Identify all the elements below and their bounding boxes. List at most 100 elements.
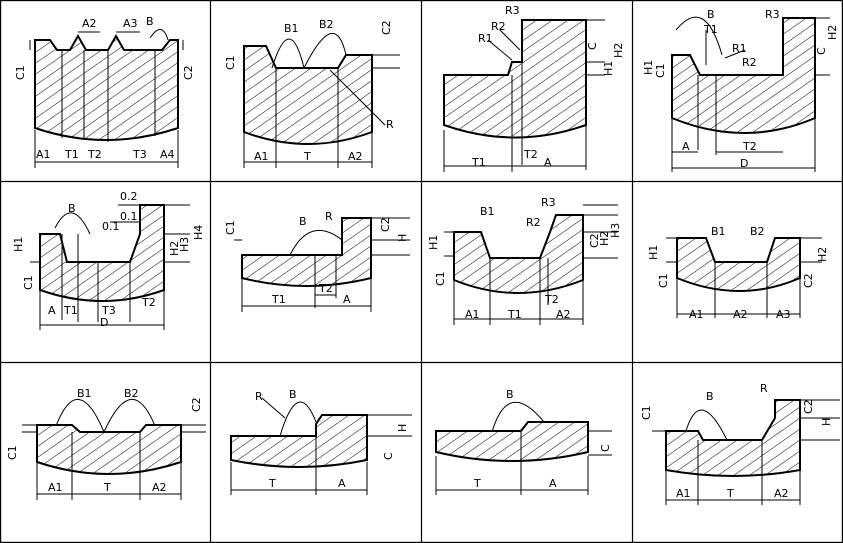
label-b: B bbox=[299, 215, 307, 228]
label-a1: A1 bbox=[48, 481, 63, 494]
label-a1: A1 bbox=[689, 308, 704, 321]
label-h3: H3 bbox=[609, 223, 622, 238]
label-t1: T1 bbox=[64, 148, 79, 161]
panel-9: B1 B2 C2 C1 A1 T A2 bbox=[6, 387, 206, 500]
label-a: A bbox=[549, 477, 557, 490]
section-body bbox=[241, 217, 372, 287]
label-h2: H2 bbox=[612, 43, 625, 58]
label-t2: T2 bbox=[318, 282, 333, 295]
panel-12: R B C1 C2 H A1 T A2 bbox=[640, 382, 840, 505]
label-a: A bbox=[338, 477, 346, 490]
label-h: H bbox=[820, 418, 833, 426]
label-t2: T2 bbox=[141, 296, 156, 309]
label-t3: T3 bbox=[101, 304, 116, 317]
label-h1: H1 bbox=[602, 61, 615, 76]
label-r1: R1 bbox=[478, 32, 493, 45]
label-c1: C1 bbox=[640, 405, 653, 420]
label-h: H bbox=[396, 424, 409, 432]
label-b2: B2 bbox=[319, 18, 334, 31]
label-a: A bbox=[682, 140, 690, 153]
label-d: D bbox=[100, 316, 108, 329]
label-r: R bbox=[325, 210, 333, 223]
label-t: T bbox=[303, 150, 311, 163]
label-a1: A1 bbox=[36, 148, 51, 161]
panel-4: B R3 T1 R1 R2 H1 C1 C H2 A T2 D bbox=[642, 8, 839, 172]
label-r3: R3 bbox=[765, 8, 780, 21]
section-body bbox=[435, 421, 589, 462]
label-a3: A3 bbox=[776, 308, 791, 321]
section-body bbox=[39, 204, 165, 302]
label-t1: T1 bbox=[63, 304, 78, 317]
panel-8: B1 B2 H1 C1 H2 C2 A1 A2 A3 bbox=[647, 225, 829, 321]
label-b1: B1 bbox=[284, 22, 299, 35]
label-t: T bbox=[473, 477, 481, 490]
label-a2: A2 bbox=[348, 150, 363, 163]
label-h1: H1 bbox=[12, 237, 25, 252]
label-h1: H1 bbox=[427, 235, 440, 250]
panel-5: 0.2 B 0.1 0.1 H1 C1 H2 H3 H4 A T1 T3 T2 … bbox=[12, 190, 205, 330]
label-r1: R1 bbox=[732, 42, 747, 55]
section-body bbox=[34, 33, 179, 141]
label-b1: B1 bbox=[711, 225, 726, 238]
groove-arc bbox=[685, 409, 728, 441]
label-c1: C1 bbox=[224, 55, 237, 70]
label-b2: B2 bbox=[750, 225, 765, 238]
label-b: B bbox=[707, 8, 715, 21]
label-t1: T1 bbox=[703, 23, 718, 36]
label-c: C bbox=[599, 444, 612, 452]
label-a1: A1 bbox=[676, 487, 691, 500]
panel-7: B1 R3 R2 H1 C1 C2 H2 H3 A1 T1 A2 T2 bbox=[427, 196, 622, 325]
section-body bbox=[676, 237, 801, 292]
label-a: A bbox=[343, 293, 351, 306]
label-b: B bbox=[146, 15, 154, 28]
label-t2: T2 bbox=[87, 148, 102, 161]
label-t: T bbox=[726, 487, 734, 500]
section-body bbox=[443, 19, 587, 139]
label-a2: A2 bbox=[82, 17, 97, 30]
label-a3: A3 bbox=[123, 17, 138, 30]
label-a2: A2 bbox=[774, 487, 789, 500]
label-h: H bbox=[396, 234, 409, 242]
label-r2: R2 bbox=[491, 20, 506, 33]
label-0.1-b: 0.1 bbox=[102, 220, 120, 233]
label-h2: H2 bbox=[168, 241, 181, 256]
panel-1: A2 A3 B C1 C2 A1 T1 T2 T3 A4 bbox=[14, 15, 195, 168]
label-a1: A1 bbox=[465, 308, 480, 321]
label-a1: A1 bbox=[254, 150, 269, 163]
label-t3: T3 bbox=[132, 148, 147, 161]
label-c: C bbox=[382, 452, 395, 460]
section-body bbox=[665, 399, 801, 477]
groove-arc-1 bbox=[271, 38, 305, 69]
label-r2: R2 bbox=[742, 56, 757, 69]
label-c1: C1 bbox=[654, 63, 667, 78]
section-body bbox=[36, 424, 182, 475]
label-b2: B2 bbox=[124, 387, 139, 400]
label-h2: H2 bbox=[598, 231, 611, 246]
label-h2: H2 bbox=[826, 25, 839, 40]
label-b: B bbox=[68, 202, 76, 215]
panel-10: R B H C T A bbox=[230, 388, 412, 495]
label-t2: T2 bbox=[544, 293, 559, 306]
section-body bbox=[671, 17, 816, 134]
label-t2: T2 bbox=[523, 148, 538, 161]
label-h4: H4 bbox=[192, 225, 205, 240]
label-a2: A2 bbox=[556, 308, 571, 321]
label-c2: C2 bbox=[182, 65, 195, 80]
label-h1: H1 bbox=[642, 60, 655, 75]
section-body bbox=[453, 214, 584, 294]
label-c: C bbox=[586, 42, 599, 50]
label-c2: C2 bbox=[802, 399, 815, 414]
section-body bbox=[230, 414, 368, 468]
label-r2: R2 bbox=[526, 216, 541, 229]
label-a2: A2 bbox=[152, 481, 167, 494]
label-b: B bbox=[289, 388, 297, 401]
label-0.2: 0.2 bbox=[120, 190, 138, 203]
label-r3: R3 bbox=[541, 196, 556, 209]
label-d: D bbox=[740, 157, 748, 170]
label-t: T bbox=[268, 477, 276, 490]
label-r: R bbox=[255, 390, 263, 403]
label-t1: T1 bbox=[507, 308, 522, 321]
groove-arc bbox=[149, 29, 169, 41]
